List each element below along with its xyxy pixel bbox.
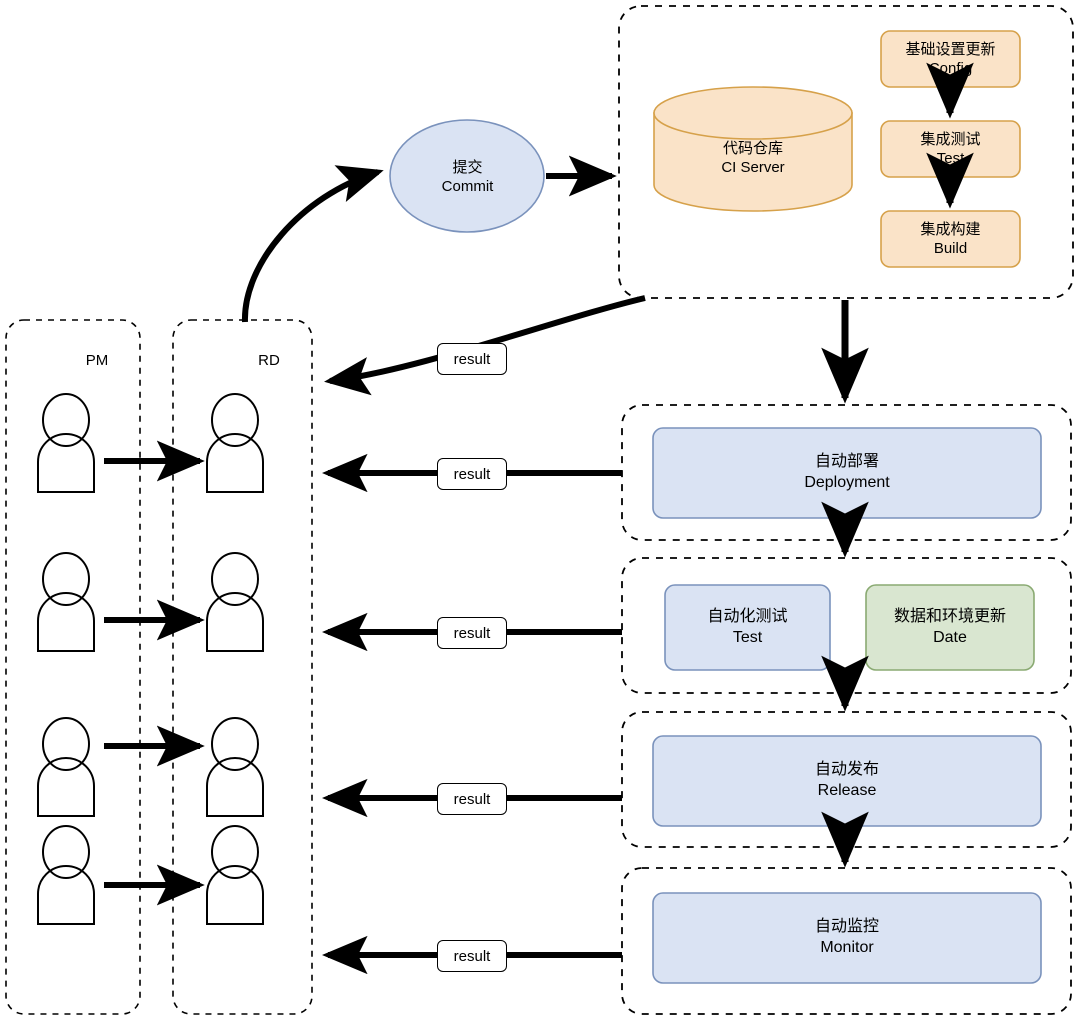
- node-deployment[interactable]: [652, 427, 1042, 519]
- actor-pm-4: [37, 825, 95, 925]
- edge-rd-commit: [241, 165, 384, 323]
- actor-rd-1: [206, 393, 264, 493]
- container-monitor: [621, 867, 1072, 1015]
- actor-pm-3: [37, 717, 95, 817]
- edge-label-result-monitor: result: [437, 940, 507, 972]
- node-ci-server[interactable]: [653, 86, 853, 212]
- node-ci-test[interactable]: [880, 120, 1021, 178]
- actor-pm-2: [37, 552, 95, 652]
- actor-rd-2: [206, 552, 264, 652]
- actor-rd-3: [206, 717, 264, 817]
- lane-label-pm: PM: [85, 352, 109, 369]
- lane-label-rd: RD: [258, 352, 280, 369]
- edge-label-result-ci: result: [437, 343, 507, 375]
- edge-label-result-test: result: [437, 617, 507, 649]
- edge-label-result-release: result: [437, 783, 507, 815]
- node-release[interactable]: [652, 735, 1042, 827]
- lane-rd: [172, 319, 313, 1015]
- edge-result-ci: [324, 295, 646, 396]
- actor-rd-4: [206, 825, 264, 925]
- lane-pm: [5, 319, 141, 1015]
- node-commit[interactable]: [389, 119, 545, 233]
- node-build[interactable]: [880, 210, 1021, 268]
- node-config[interactable]: [880, 30, 1021, 88]
- actor-pm-1: [37, 393, 95, 493]
- edge-label-result-deployment: result: [437, 458, 507, 490]
- node-monitor[interactable]: [652, 892, 1042, 984]
- node-data-env[interactable]: [865, 584, 1035, 671]
- node-auto-test[interactable]: [664, 584, 831, 671]
